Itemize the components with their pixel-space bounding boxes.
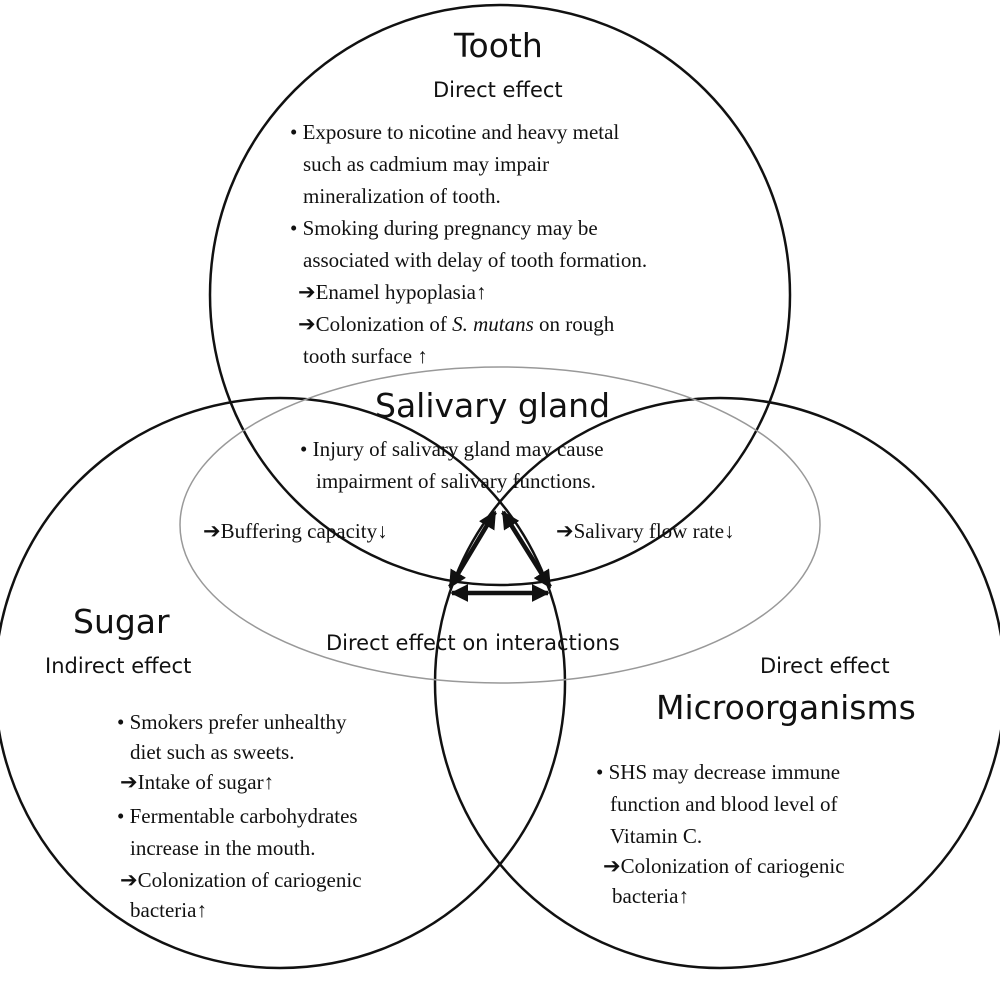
salivary-right-result-text: Salivary flow rate↓ xyxy=(573,519,735,543)
tooth-bullet-2-line-2: associated with delay of tooth formation… xyxy=(303,248,648,272)
tooth-bullet-1-line-2: such as cadmium may impair xyxy=(303,152,550,176)
micro-result-line-1: ➔Colonization of cariogenic xyxy=(603,850,845,882)
salivary-gland-ellipse xyxy=(179,366,821,684)
sugar-result-1-text: Intake of sugar↑ xyxy=(137,770,275,794)
arrow-icon: ➔ xyxy=(120,868,138,892)
arrow-icon: ➔ xyxy=(556,519,574,543)
micro-result-line-2: bacteria↑ xyxy=(612,884,689,908)
salivary-left-result-text: Buffering capacity↓ xyxy=(220,519,388,543)
salivary-title: Salivary gland xyxy=(375,386,611,425)
triangle-edge-left xyxy=(448,510,497,589)
tooth-result-2: ➔Colonization of S. mutans on rough xyxy=(298,308,614,340)
triangle-edge-right xyxy=(501,510,552,589)
tooth-bullet-1-line-3: mineralization of tooth. xyxy=(303,184,501,208)
sugar-bullet-2-line-2: increase in the mouth. xyxy=(130,836,316,860)
tooth-result-2-pre: Colonization of xyxy=(315,312,453,336)
sugar-result-2-line-1: ➔Colonization of cariogenic xyxy=(120,864,362,896)
salivary-bullet-line-1: • Injury of salivary gland may cause xyxy=(300,437,604,461)
tooth-bullet-1-line-1: • Exposure to nicotine and heavy metal xyxy=(290,120,620,144)
micro-title: Microorganisms xyxy=(656,688,916,727)
micro-subtitle: Direct effect xyxy=(760,654,890,678)
tooth-result-2-post: on rough xyxy=(533,312,615,336)
tooth-result-1-text: Enamel hypoplasia↑ xyxy=(315,280,487,304)
tooth-bullet-2-line-1: • Smoking during pregnancy may be xyxy=(290,216,598,240)
tooth-result-2-species: S. mutans xyxy=(452,312,534,336)
micro-bullet-line-3: Vitamin C. xyxy=(610,824,703,848)
arrow-icon: ➔ xyxy=(298,280,316,304)
sugar-result-2-line-2: bacteria↑ xyxy=(130,898,207,922)
salivary-bullet-line-2: impairment of salivary functions. xyxy=(316,469,596,493)
salivary-left-result: ➔Buffering capacity↓ xyxy=(203,515,388,547)
sugar-title: Sugar xyxy=(73,602,170,641)
sugar-circle xyxy=(0,396,567,970)
sugar-subtitle: Indirect effect xyxy=(45,654,192,678)
arrow-icon: ➔ xyxy=(603,854,621,878)
tooth-title: Tooth xyxy=(454,26,543,65)
tooth-result-2-line-2: tooth surface ↑ xyxy=(303,344,428,368)
arrow-icon: ➔ xyxy=(120,770,138,794)
interactions-label: Direct effect on interactions xyxy=(326,631,620,655)
sugar-result-2-text: Colonization of cariogenic xyxy=(137,868,362,892)
sugar-bullet-2-line-1: • Fermentable carbohydrates xyxy=(117,804,358,828)
sugar-result-1: ➔Intake of sugar↑ xyxy=(120,766,274,798)
micro-bullet-line-2: function and blood level of xyxy=(610,792,838,816)
arrow-icon: ➔ xyxy=(203,519,221,543)
microorganisms-circle xyxy=(433,396,1000,970)
sugar-bullet-1-line-1: • Smokers prefer unhealthy xyxy=(117,710,347,734)
interaction-triangle xyxy=(448,510,552,602)
micro-result-text: Colonization of cariogenic xyxy=(620,854,845,878)
tooth-subtitle: Direct effect xyxy=(433,78,563,102)
sugar-bullet-1-line-2: diet such as sweets. xyxy=(130,740,295,764)
salivary-right-result: ➔Salivary flow rate↓ xyxy=(556,515,735,547)
arrow-icon: ➔ xyxy=(298,312,316,336)
tooth-result-1: ➔Enamel hypoplasia↑ xyxy=(298,276,486,308)
micro-bullet-line-1: • SHS may decrease immune xyxy=(596,760,841,784)
